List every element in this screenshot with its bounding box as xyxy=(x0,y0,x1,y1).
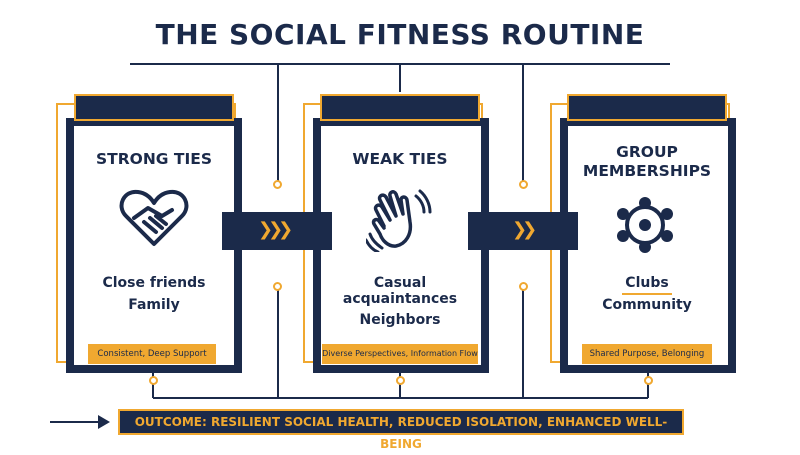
panel-line: Family xyxy=(128,297,180,313)
group-circle-icon xyxy=(610,194,680,260)
node-dot xyxy=(396,376,405,385)
node-dot xyxy=(273,180,282,189)
panel-cap xyxy=(74,94,234,121)
panel-heading-line: MEMBERSHIPS xyxy=(582,162,712,180)
handshake-heart-icon xyxy=(118,186,190,252)
chevron-right-icon: ❯❯❯ xyxy=(258,219,293,240)
panel-line: Neighbors xyxy=(359,312,441,328)
panel-tag: Consistent, Deep Support xyxy=(88,344,216,364)
panel-line: acquaintances xyxy=(342,291,458,307)
node-dot xyxy=(519,180,528,189)
panel-line: Community xyxy=(602,297,692,313)
connector-bar xyxy=(468,212,578,250)
waving-hand-icon xyxy=(364,188,434,256)
page-title: THE SOCIAL FITNESS ROUTINE xyxy=(155,18,645,51)
panel-cap xyxy=(567,94,727,121)
panel-line: Casual xyxy=(373,275,427,291)
arrow-head-icon xyxy=(98,415,110,429)
divider xyxy=(622,293,672,295)
panel-heading: WEAK TIES xyxy=(352,150,448,168)
panel-heading: GROUP MEMBERSHIPS xyxy=(567,143,727,181)
panel-line: Close friends xyxy=(102,275,206,291)
node-dot xyxy=(644,376,653,385)
panel-line: Clubs xyxy=(625,275,669,291)
panel-cap xyxy=(320,94,480,121)
panel-tag: Diverse Perspectives, Information Flow xyxy=(322,344,478,364)
outcome-banner: OUTCOME: RESILIENT SOCIAL HEALTH, REDUCE… xyxy=(118,409,684,451)
node-dot xyxy=(519,282,528,291)
panel-heading-line: GROUP xyxy=(616,143,678,161)
panel-heading: STRONG TIES xyxy=(95,150,213,168)
node-dot xyxy=(273,282,282,291)
chevron-right-icon: ❯❯ xyxy=(512,219,537,240)
connector-bar xyxy=(222,212,332,250)
node-dot xyxy=(149,376,158,385)
panel-tag: Shared Purpose, Belonging xyxy=(582,344,712,364)
arrow-right-icon xyxy=(50,421,100,423)
